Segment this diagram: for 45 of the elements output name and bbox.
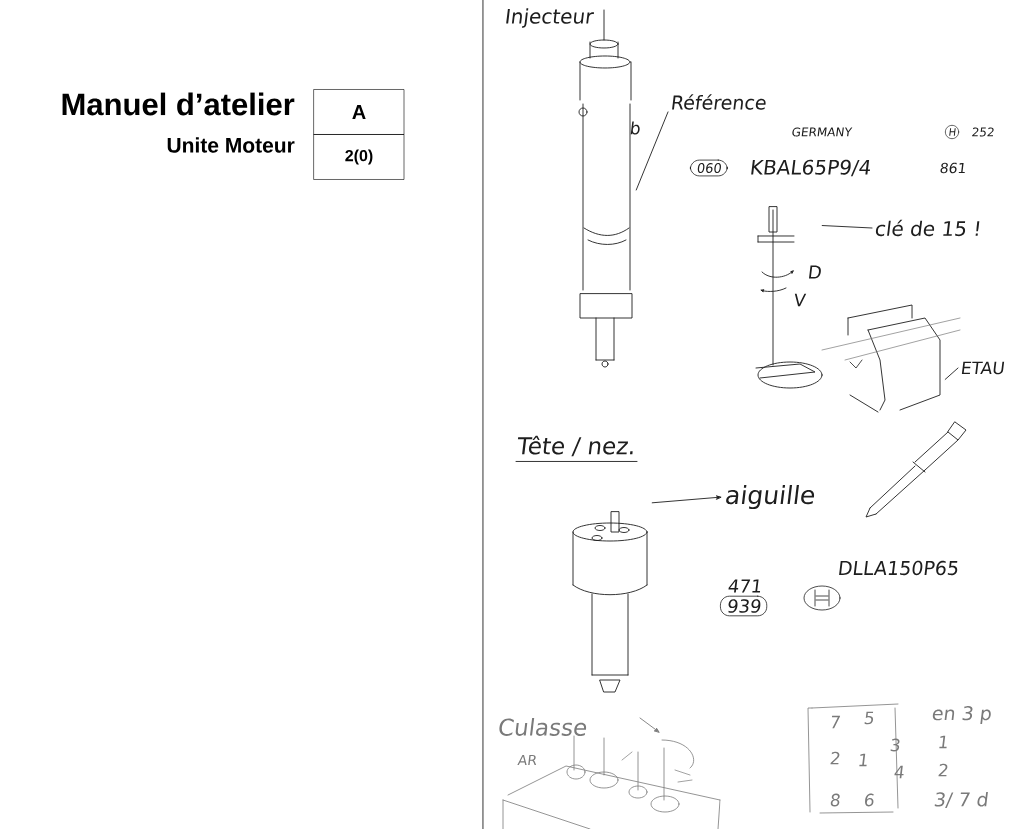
note: 1 [939, 735, 947, 749]
note: 2 [938, 763, 948, 777]
part-marking: GERMANY [792, 127, 853, 137]
part-marking: 252 [972, 127, 994, 137]
callout-label: clé de 15 ! [875, 219, 980, 237]
subtitle: Unite Moteur [167, 137, 295, 153]
direction-label: V [794, 293, 807, 307]
note: en 3 p [932, 706, 991, 725]
callout-label: aiguille [726, 484, 815, 510]
callout-label: ETAU [961, 361, 1005, 375]
note: 3/ 7 d [934, 791, 988, 809]
arrow [639, 717, 660, 733]
side-label: AR [517, 754, 537, 766]
part-label: b [630, 121, 640, 135]
order-number: 2 [830, 751, 840, 765]
wrench-drawing [755, 206, 823, 389]
circled-letter: H [945, 125, 960, 139]
part-marking: 060 [690, 159, 728, 177]
title: Manuel d’atelier [62, 92, 295, 116]
part-marking: 471 [728, 579, 761, 593]
part-marking: 861 [940, 162, 965, 174]
order-number: 1 [859, 753, 867, 767]
callout-label: Référence [672, 94, 766, 110]
heading: Injecteur [506, 8, 594, 28]
order-number: 6 [865, 793, 874, 807]
part-number: DLLA150P65 [839, 560, 958, 576]
table-cell: A [313, 89, 405, 135]
part-marking: 939 [720, 595, 768, 617]
arrow [651, 495, 722, 504]
order-number: 5 [864, 711, 874, 725]
vise-drawing [821, 304, 961, 413]
heading: Tête / nez. [515, 435, 638, 462]
nozzle-drawing [572, 511, 648, 693]
direction-label: D [809, 265, 821, 279]
order-number: 7 [831, 715, 841, 729]
order-number: 3 [890, 738, 900, 752]
leader-line [821, 225, 873, 229]
table-cell: 2(0) [313, 134, 405, 180]
heading: Culasse [499, 718, 587, 736]
order-number: 8 [830, 793, 840, 807]
cylinder-head-drawing [502, 735, 721, 829]
order-number: 4 [894, 765, 904, 779]
leader-line [635, 111, 669, 191]
part-number: KBAL65P9/4 [751, 159, 871, 177]
leader-line [944, 367, 959, 380]
